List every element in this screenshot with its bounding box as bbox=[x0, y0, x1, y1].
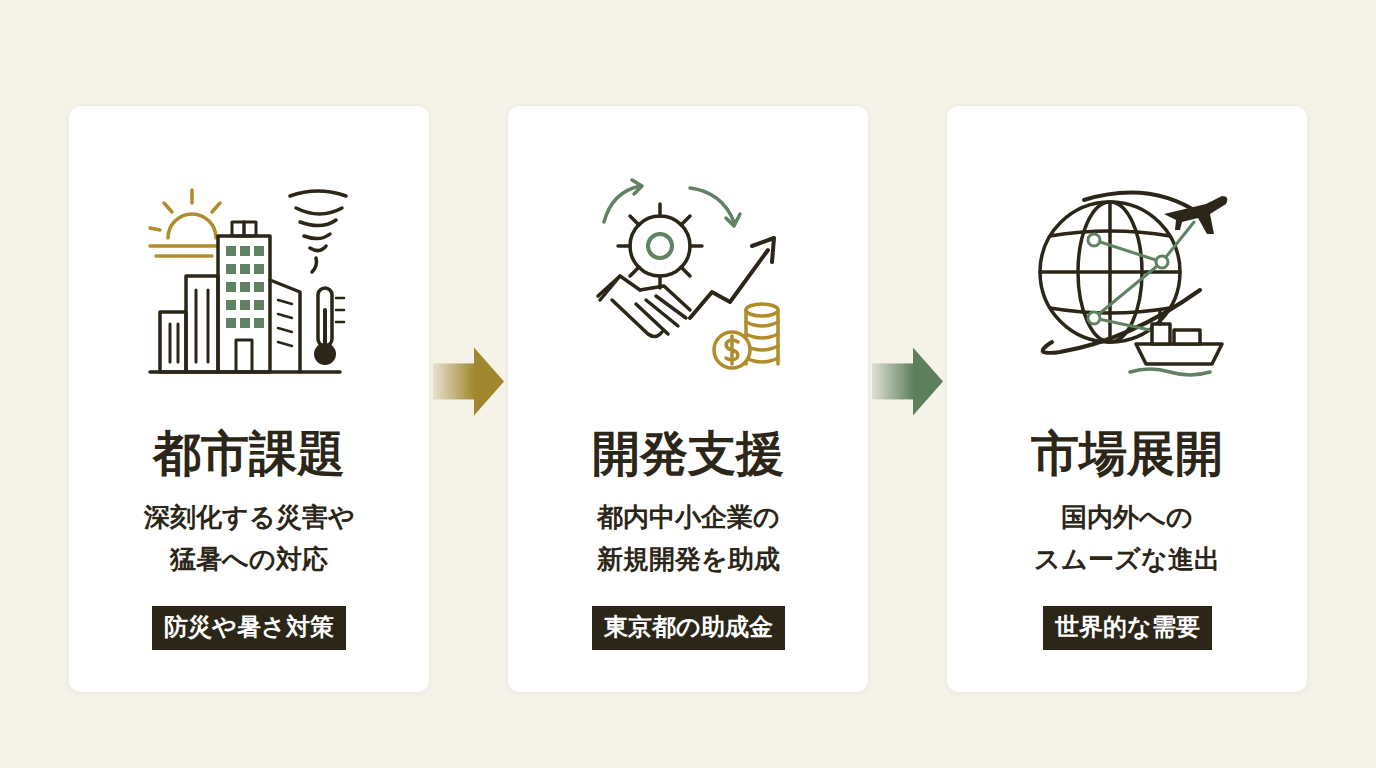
flow-arrow bbox=[872, 347, 943, 415]
tag-badge: 防災や暑さ対策 bbox=[152, 606, 346, 650]
stage-title: 開発支援 bbox=[592, 424, 784, 482]
stage-title: 都市課題 bbox=[153, 424, 345, 482]
stage-card: 市場展開国内外への スムーズな進出世界的な需要 bbox=[947, 106, 1307, 692]
stage-description: 深刻化する災害や 猛暑への対応 bbox=[124, 496, 374, 580]
stage-description: 都内中小企業の 新規開発を助成 bbox=[563, 496, 813, 580]
stage-card: 都市課題深刻化する災害や 猛暑への対応防災や暑さ対策 bbox=[69, 106, 429, 692]
tag-badge: 世界的な需要 bbox=[1043, 606, 1212, 650]
stage-card: 開発支援都内中小企業の 新規開発を助成東京都の助成金 bbox=[508, 106, 868, 692]
tag-text: 防災や暑さ対策 bbox=[164, 609, 334, 645]
stage-title: 市場展開 bbox=[1031, 424, 1223, 482]
tag-text: 東京都の助成金 bbox=[604, 609, 773, 645]
tag-badge: 東京都の助成金 bbox=[592, 606, 785, 650]
tag-text: 世界的な需要 bbox=[1055, 609, 1200, 645]
flow-arrow bbox=[433, 347, 504, 415]
stage-description: 国内外への スムーズな進出 bbox=[1002, 496, 1252, 580]
